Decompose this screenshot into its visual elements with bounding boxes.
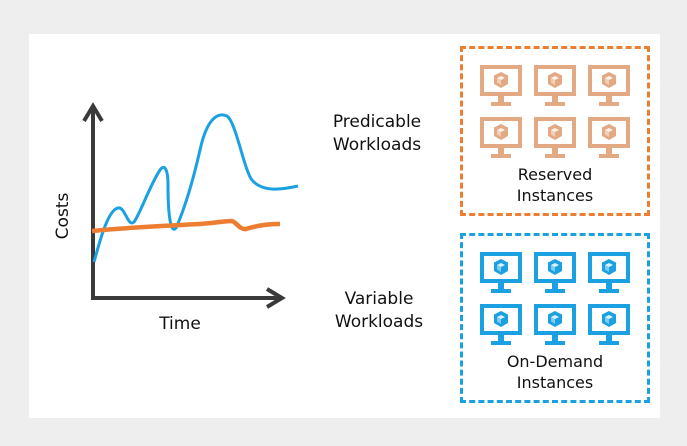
y-axis-label: Costs [53, 193, 73, 240]
predictable-workloads-text: Predicable Workloads [332, 112, 422, 155]
reserved-vm-icon [477, 115, 525, 161]
ondemand-vm-icon [477, 302, 525, 348]
ondemand-vm-icon [531, 250, 579, 296]
ondemand-vm-icon [477, 250, 525, 296]
reserved-vm-icon [585, 115, 633, 161]
ondemand-vm-icon [585, 302, 633, 348]
variable-workload-cost-line [92, 113, 299, 263]
ondemand-instances-box: On-Demand Instances [460, 233, 650, 403]
reserved-vm-icon [477, 63, 525, 109]
predictable-workloads-label: Predicable Workloads [318, 111, 436, 157]
reserved-vm-icon [531, 63, 579, 109]
variable-workloads-text: Variable Workloads [334, 289, 424, 332]
reserved-instances-box: Reserved Instances [460, 46, 650, 216]
x-axis-label: Time [158, 314, 201, 334]
predictable-workload-cost-line [91, 218, 281, 234]
variable-workloads-label: Variable Workloads [320, 288, 438, 334]
x-axis-arrowhead [265, 287, 286, 309]
reserved-vm-grid [477, 63, 633, 161]
reserved-instances-caption: Reserved Instances [516, 165, 594, 205]
ondemand-vm-icon [585, 250, 633, 296]
reserved-vm-icon [585, 63, 633, 109]
ondemand-vm-icon [531, 302, 579, 348]
reserved-vm-icon [531, 115, 579, 161]
y-axis-arrowhead [82, 102, 104, 123]
ondemand-vm-grid [477, 250, 633, 348]
ondemand-instances-caption: On-Demand Instances [506, 352, 604, 392]
